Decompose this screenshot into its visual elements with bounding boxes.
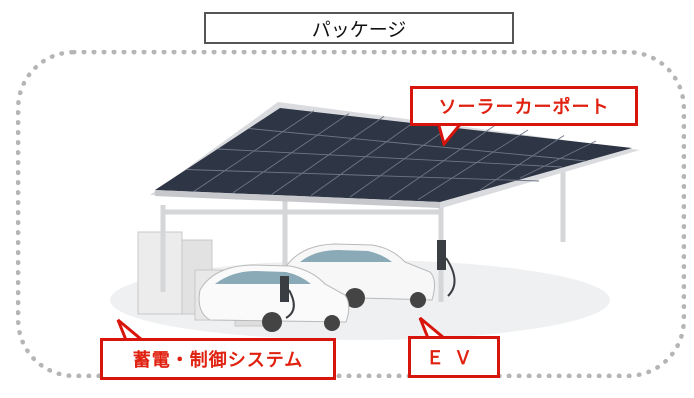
ev-chargers [280, 240, 456, 319]
callout-storage-control: 蓄電・制御システム [100, 338, 336, 380]
callout-ev: ＥＶ [408, 336, 500, 378]
callout-ev-label: ＥＶ [426, 348, 482, 369]
car-front [198, 264, 350, 332]
solar-panel-roof [155, 108, 632, 202]
title-text: パッケージ [311, 18, 407, 41]
panel-front-edge [155, 190, 440, 208]
callout-storage-control-label: 蓄電・制御システム [132, 350, 304, 371]
dotted-frame [16, 50, 686, 378]
panel-grid [186, 110, 597, 200]
callout-solar-carport-label: ソーラーカーポート [438, 97, 610, 118]
title-box: パッケージ [204, 12, 514, 44]
callout-solar-carport: ソーラーカーポート [410, 86, 638, 126]
